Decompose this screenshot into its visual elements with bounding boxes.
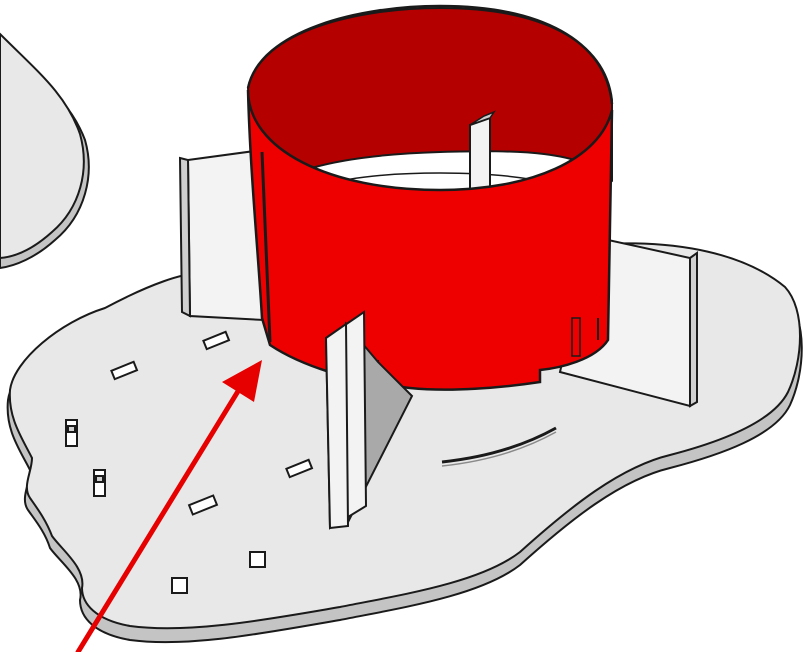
slot	[171, 577, 188, 594]
corner-plate-top	[0, 32, 85, 260]
fin-edge	[324, 322, 350, 530]
fin-edge	[178, 156, 192, 318]
cylinder-tab	[571, 317, 581, 357]
center-post-top	[469, 110, 496, 126]
slot	[95, 475, 104, 483]
slot-group	[65, 330, 314, 594]
cylinder-front-wall	[246, 89, 614, 391]
slot	[67, 425, 76, 433]
red-cylinder	[246, 4, 614, 412]
arrow-head	[222, 360, 262, 402]
fin-edge	[689, 251, 698, 408]
corner-plate	[0, 32, 90, 270]
arc-groove	[441, 426, 557, 464]
slot	[285, 458, 314, 479]
cylinder-seam	[260, 151, 272, 343]
cylinder-rim	[246, 4, 614, 105]
arc-groove-shadow	[441, 431, 557, 467]
slot	[187, 494, 219, 516]
arrow-shaft	[75, 385, 243, 652]
slot	[249, 551, 266, 568]
slot	[110, 360, 139, 381]
annotation-arrow	[75, 360, 262, 652]
fin-back-left	[178, 148, 266, 322]
fin-front	[324, 310, 414, 530]
slot	[202, 330, 231, 351]
